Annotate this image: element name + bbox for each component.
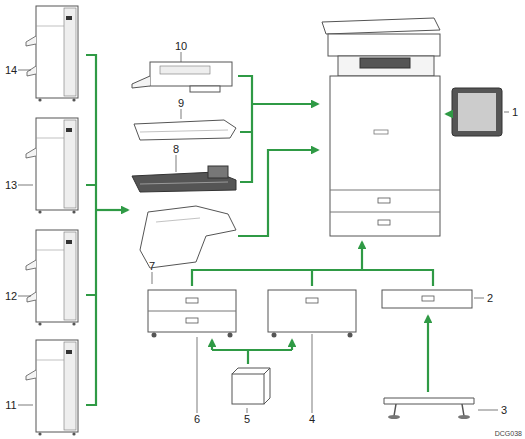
callout-number: 2: [487, 293, 493, 304]
callout-number: 13: [5, 180, 17, 191]
option-1: [452, 88, 502, 136]
option-10: [132, 62, 232, 92]
option-2: [382, 290, 472, 308]
callout-number: 11: [5, 400, 16, 411]
callout-number: 3: [501, 405, 507, 416]
callout-number: 12: [5, 291, 17, 302]
finisher-12: [26, 230, 78, 326]
option-5: [232, 368, 270, 404]
finisher-14: [26, 6, 78, 102]
callout-number: 9: [178, 98, 184, 109]
green-arrows: [86, 55, 450, 405]
callout-number: 10: [175, 41, 187, 52]
option-6: [148, 290, 236, 338]
callout-number: 8: [173, 144, 179, 155]
callout-number: 1: [512, 107, 518, 118]
option-8: [132, 166, 236, 192]
option-3: [384, 398, 474, 419]
option-4: [268, 290, 356, 338]
callout-number: 5: [244, 414, 250, 425]
option-9: [134, 120, 236, 140]
leader-lines: [18, 52, 509, 413]
callout-number: 6: [194, 414, 200, 425]
callout-number: 4: [309, 414, 315, 425]
figure-code: DCG038: [495, 430, 522, 437]
copier: [322, 18, 440, 236]
option-7: [140, 206, 236, 268]
finisher-13: [26, 118, 78, 214]
callout-number: 14: [5, 65, 17, 76]
callout-number: 7: [149, 261, 155, 272]
finisher-11: [26, 340, 78, 436]
